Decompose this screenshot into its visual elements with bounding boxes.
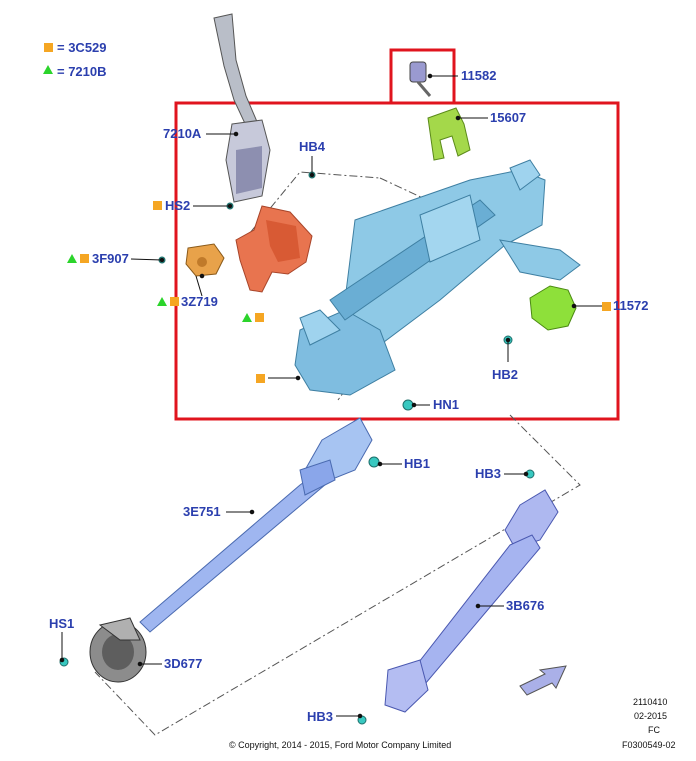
steering-column-housing — [294, 159, 581, 396]
marker-square-icon — [153, 201, 162, 210]
callout-hb4: HB4 — [299, 139, 326, 154]
callout-hb3-lower: HB3 — [307, 709, 334, 724]
boot-seal — [89, 617, 147, 683]
callout-hn1: HN1 — [433, 397, 460, 412]
callout-7210a: 7210A — [163, 126, 202, 141]
callout-hs2: HS2 — [165, 198, 191, 213]
legend-square-icon — [44, 43, 53, 52]
callout-3d677: 3D677 — [164, 656, 203, 671]
legend-item-7210b: = 7210B — [57, 64, 107, 79]
legend-triangle-icon — [43, 65, 53, 74]
marker-square-icon — [170, 297, 179, 306]
marker-square-icon — [80, 254, 89, 263]
gear-selector-lever — [213, 13, 271, 203]
footer-code: 2110410 — [633, 697, 668, 707]
intermediate-shaft-lower — [384, 489, 559, 713]
callout-11572: 11572 — [613, 298, 649, 313]
orange-bracket — [235, 205, 313, 293]
callout-3e751: 3E751 — [183, 504, 221, 519]
callout-11582: 11582 — [461, 68, 497, 83]
callout-hb1: HB1 — [404, 456, 431, 471]
green-actuator — [529, 285, 577, 331]
marker-square-icon — [255, 313, 264, 322]
callout-hs1: HS1 — [49, 616, 75, 631]
marker-square-icon — [256, 374, 265, 383]
marker-triangle-icon — [67, 254, 77, 263]
leader-lines — [59, 73, 605, 719]
orange-switch — [185, 243, 225, 277]
direction-arrow — [519, 665, 567, 696]
lock-screw — [409, 61, 432, 97]
green-clip — [427, 107, 471, 161]
footer-fc: FC — [648, 725, 660, 735]
legend-item-3c529: = 3C529 — [57, 40, 107, 55]
figure-number: F0300549-02 — [622, 740, 676, 750]
callout-3f907: 3F907 — [92, 251, 129, 266]
callout-3b676: 3B676 — [506, 598, 545, 613]
footer-date: 02-2015 — [634, 711, 668, 721]
callout-hb3-upper: HB3 — [475, 466, 502, 481]
marker-square-icon — [602, 302, 611, 311]
intermediate-shaft-upper — [139, 417, 373, 633]
marker-triangle-icon — [242, 313, 252, 322]
copyright-text: © Copyright, 2014 - 2015, Ford Motor Com… — [229, 740, 452, 750]
callout-hb2: HB2 — [492, 367, 519, 382]
callout-3z719: 3Z719 — [181, 294, 218, 309]
marker-triangle-icon — [157, 297, 167, 306]
callout-15607: 15607 — [490, 110, 527, 125]
